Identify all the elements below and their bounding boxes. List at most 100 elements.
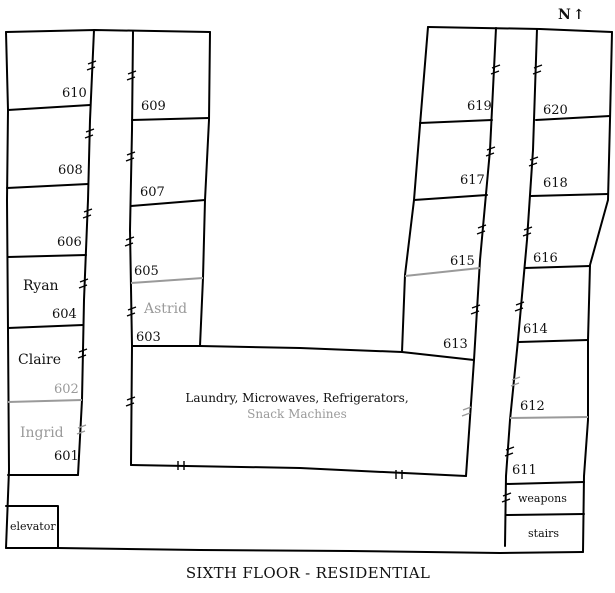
bottom-corridor-top-wall [130, 464, 467, 477]
right-wing-inner-wall [401, 26, 429, 353]
divider-618-616 [530, 193, 609, 197]
divider-611-weapons [505, 481, 585, 485]
corridors [7, 27, 538, 547]
floor-plan-title: SIXTH FLOOR - RESIDENTIAL [186, 564, 430, 582]
right-wing-outer-wall [582, 31, 613, 553]
room-619-label: 619 [467, 99, 492, 114]
door-617 [485, 146, 496, 157]
divider-620-618 [535, 115, 611, 121]
door-613 [470, 304, 481, 315]
divider-607-605 [130, 199, 206, 207]
door-618 [528, 156, 539, 167]
right-west-room-dividers [404, 119, 493, 277]
room-618-label: 618 [543, 176, 568, 191]
room-605-label: 605 [134, 264, 159, 279]
room-617-label: 617 [460, 173, 485, 188]
right-corridor-east-wall [504, 28, 538, 547]
door-claire [77, 348, 88, 359]
room-608-label: 608 [58, 163, 83, 178]
divider-605-603 [130, 277, 204, 284]
occupant-names: Ryan Claire Ingrid Astrid [18, 278, 187, 441]
door-605 [124, 236, 135, 247]
divider-606-604 [7, 254, 87, 258]
north-label: N [558, 7, 571, 23]
divider-604-602 [7, 324, 84, 329]
occupant-claire: Claire [18, 352, 61, 368]
divider-610-608 [7, 104, 91, 111]
occupant-astrid: Astrid [143, 301, 187, 317]
divider-615-613 [404, 267, 481, 277]
room-601-label: 601 [54, 449, 79, 464]
left-wing-inner-wall [199, 31, 211, 347]
north-arrow-icon: ↑ [573, 7, 585, 23]
door-603 [126, 306, 137, 317]
west-room-dividers [6, 104, 91, 403]
door-609 [126, 70, 137, 81]
divider-617-615 [413, 194, 488, 201]
room-611-label: 611 [512, 463, 537, 478]
elevator: elevator [5, 505, 59, 549]
door-common-south-2 [395, 470, 403, 479]
room-604-label: 604 [52, 307, 77, 322]
right-wing-top-wall [427, 26, 613, 33]
left-wing-outer-wall [5, 31, 10, 549]
room-615-label: 615 [450, 254, 475, 269]
door-612 [510, 376, 521, 387]
right-east-room-dividers [505, 115, 611, 516]
room-614-label: 614 [523, 322, 548, 337]
elevator-label: elevator [10, 520, 56, 533]
door-611 [504, 446, 515, 457]
room-620-label: 620 [543, 103, 568, 118]
left-corridor-east-wall [129, 31, 134, 466]
common-area-north-wall [131, 345, 475, 361]
right-corridor-west-wall [465, 27, 497, 477]
room-607-label: 607 [140, 185, 165, 200]
room-610-label: 610 [62, 86, 87, 101]
room-613-label: 613 [443, 337, 468, 352]
divider-602-601 [7, 399, 83, 403]
room-603-label: 603 [136, 330, 161, 345]
door-608 [84, 128, 95, 139]
door-620 [532, 64, 543, 75]
left-wing-top-wall [5, 29, 211, 33]
door-616 [522, 226, 533, 237]
door-common-south-1 [177, 461, 185, 470]
door-601 [76, 424, 87, 435]
room-609-label: 609 [141, 99, 166, 114]
bottom-wall [5, 547, 584, 554]
north-indicator: N ↑ [558, 7, 585, 23]
occupant-ryan: Ryan [23, 278, 59, 294]
common-area-label-line2: Snack Machines [247, 407, 347, 421]
room-labels: 610 608 606 604 602 601 609 607 605 603 … [52, 86, 568, 478]
east-left-room-dividers [130, 117, 210, 284]
door-604 [78, 278, 89, 289]
stairs-label: stairs [528, 527, 559, 540]
utility-labels: weapons stairs [518, 492, 567, 540]
divider-614-612 [518, 339, 589, 343]
room-606-label: 606 [57, 235, 82, 250]
divider-612-611 [509, 416, 589, 419]
divider-619-617 [419, 119, 493, 124]
elevator-walls [5, 505, 59, 549]
door-weapons [501, 492, 512, 503]
divider-616-614 [524, 265, 591, 269]
room-616-label: 616 [533, 251, 558, 266]
door-614 [514, 301, 525, 312]
door-common-west [125, 396, 136, 407]
divider-weapons-stairs [505, 513, 585, 516]
doors [76, 60, 543, 503]
common-area: Laundry, Microwaves, Refrigerators, Snac… [131, 345, 475, 421]
room-612-label: 612 [520, 399, 545, 414]
door-606 [82, 208, 93, 219]
door-common-east [461, 406, 472, 417]
occupant-ingrid: Ingrid [20, 425, 64, 441]
door-615 [476, 224, 487, 235]
divider-609-607 [131, 117, 210, 121]
door-607 [125, 151, 136, 162]
door-610 [86, 60, 97, 71]
door-619 [490, 64, 501, 75]
weapons-label: weapons [518, 492, 567, 505]
room-602-label: 602 [54, 382, 79, 397]
